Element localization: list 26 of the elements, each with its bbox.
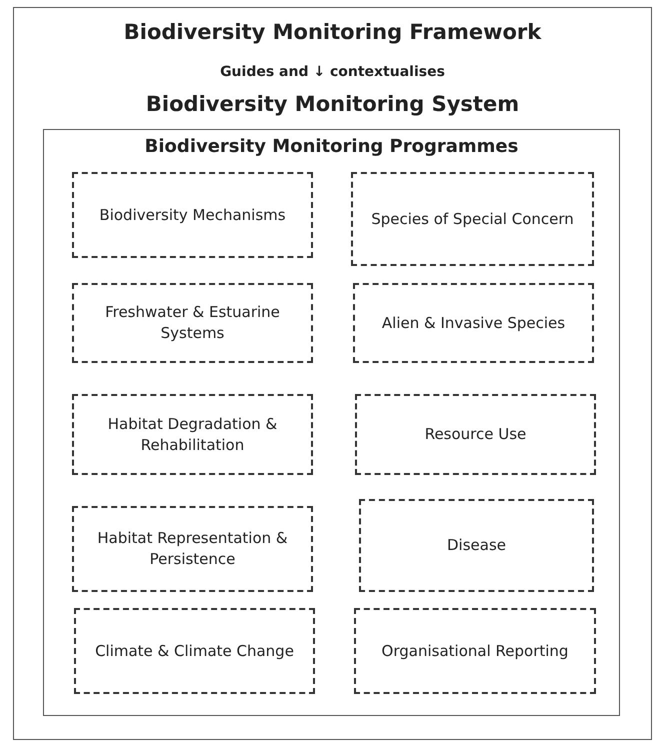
programme-box — [353, 283, 594, 363]
programme-box — [72, 172, 313, 258]
programme-label: Organisational Reporting — [382, 640, 568, 662]
heading: Biodiversity Monitoring System — [144, 92, 520, 116]
programme-box — [72, 283, 313, 363]
programme-label: Alien & Invasive Species — [382, 312, 566, 334]
programme-label: Disease — [447, 535, 506, 556]
programme-label: Freshwater & Estuarine Systems — [104, 302, 281, 344]
programme-box — [351, 172, 594, 266]
programme-label: Habitat Representation & Persistence — [96, 528, 289, 570]
heading: Biodiversity Monitoring Framework — [122, 20, 542, 44]
programme-box — [354, 608, 596, 694]
programme-box — [72, 506, 313, 592]
programme-box — [355, 394, 596, 475]
programme-box — [359, 499, 594, 592]
programme-label: Habitat Degradation & Rehabilitation — [106, 414, 278, 456]
programme-label: Species of Special Concern — [371, 208, 574, 230]
programme-box — [72, 394, 313, 475]
programme-label: Biodiversity Mechanisms — [99, 204, 286, 226]
programme-box — [74, 608, 315, 694]
framework-box — [13, 7, 652, 740]
heading: Biodiversity Monitoring Programmes — [144, 136, 520, 157]
programme-label: Resource Use — [424, 424, 526, 445]
programme-label: Climate & Climate Change — [95, 640, 294, 662]
relation-text: Guides and ↓ contextualises — [219, 64, 446, 80]
programmes-box — [43, 129, 620, 716]
